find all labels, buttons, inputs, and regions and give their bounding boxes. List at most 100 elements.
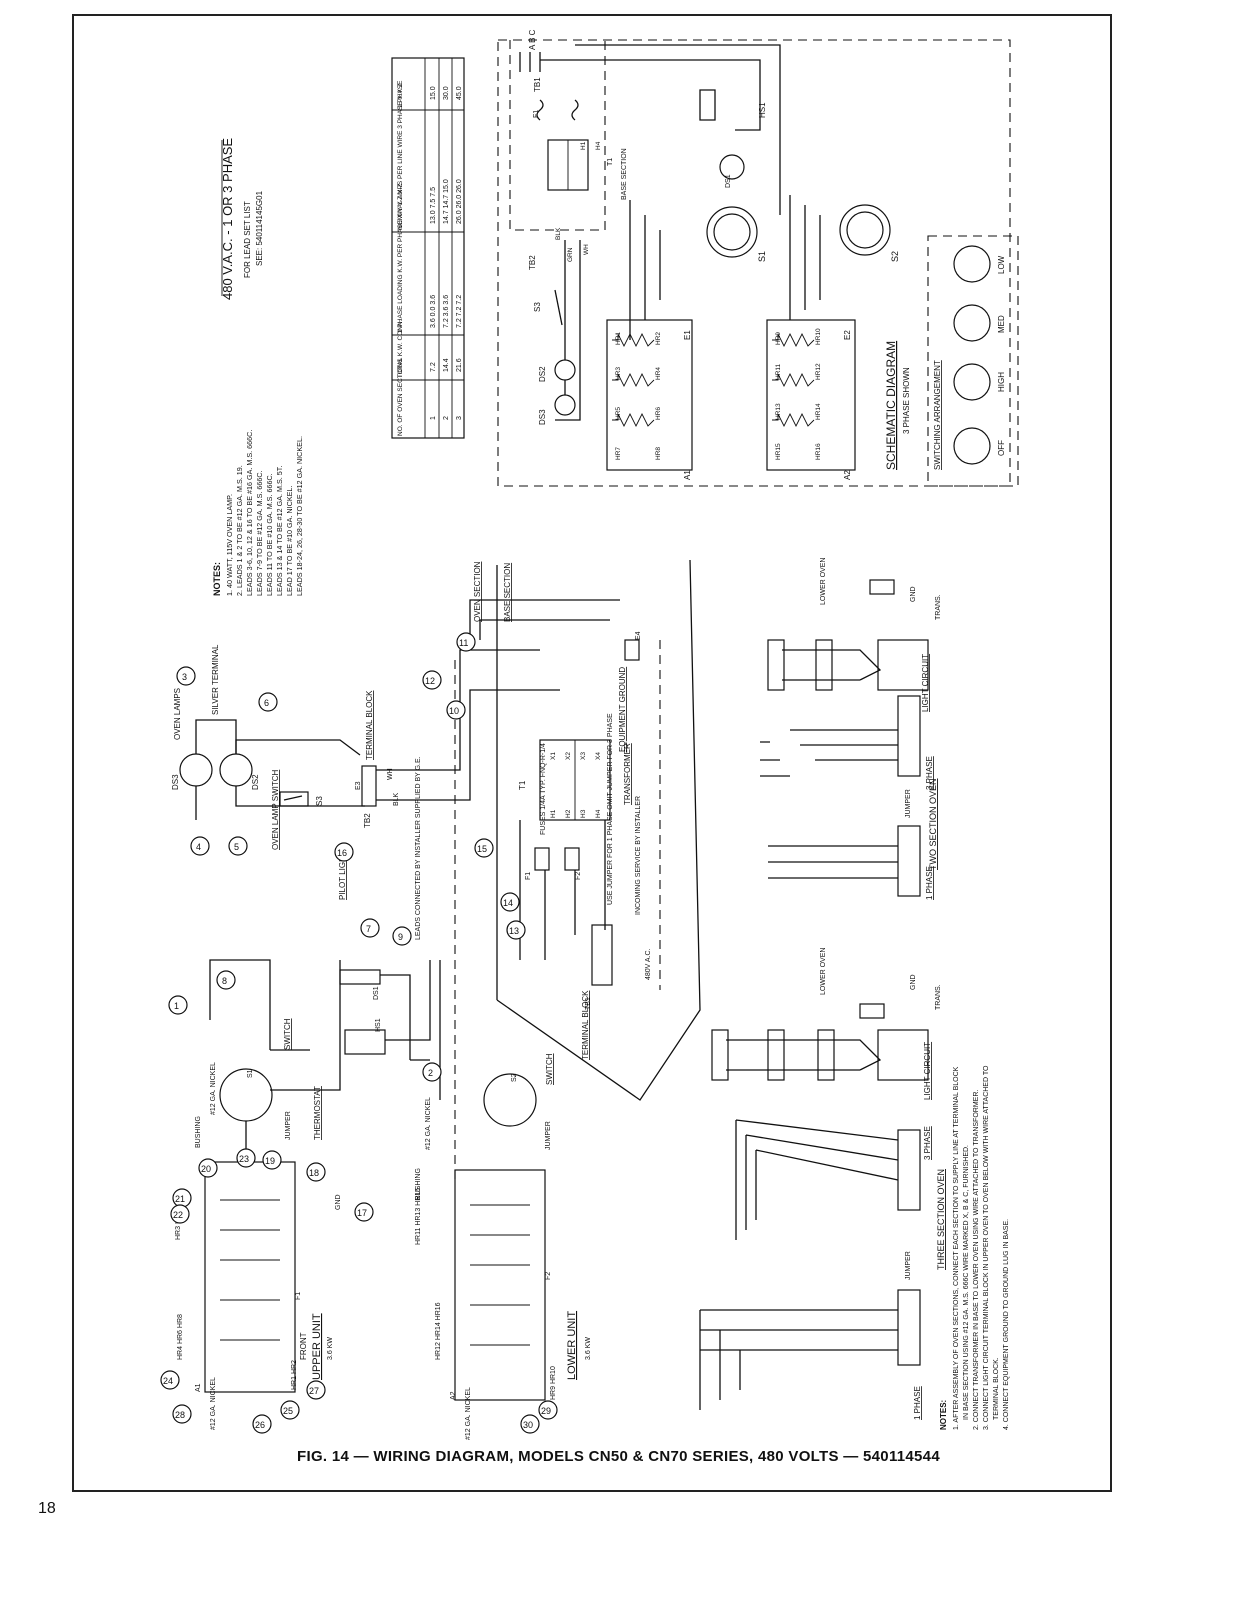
schem-hs1: HS1 (758, 102, 767, 118)
three-lbl-gnd: GND (910, 974, 917, 990)
lead-29: 29 (541, 1406, 551, 1416)
lower-unit: S2 SWITCH JUMPER BUSHING #12 GA. NICKEL … (415, 1053, 592, 1440)
table-r2-c4: 14.7 14.7 15.0 (443, 179, 450, 224)
lbl-base-section: BASE SECTION (503, 563, 512, 622)
oven-lamp-ds3-icon (179, 753, 213, 787)
switch-off-icon (953, 427, 991, 465)
table-r1-c3: 3.6 0.0 3.6 (430, 295, 437, 328)
lead-10: 10 (449, 706, 459, 716)
table-r3-c5: 45.0 (456, 86, 463, 100)
schem-e1: E1 (683, 330, 692, 340)
lead-18: 18 (309, 1168, 319, 1178)
lbl-f1: F1 (525, 872, 532, 880)
lbl-s3: S3 (315, 796, 324, 806)
schematic-diagram: A B C TB1 F1 H1 H4 T1 BASE SECTION HS1 D… (497, 29, 1019, 487)
schem-blk: BLK (555, 227, 562, 240)
note-2: 2. LEADS 1 & 2 TO BE #12 GA. M.S. 19. (235, 465, 244, 596)
lead-1: 1 (174, 1001, 179, 1011)
bottom-note-1: 1. AFTER ASSEMBLY OF OVEN SECTIONS, CONN… (953, 1066, 960, 1430)
lbl-leads-connected: LEADS CONNECTED BY INSTALLER SUPPLIED BY… (415, 756, 422, 940)
lbl-x4: X4 (595, 752, 602, 760)
oven-lamp-ds2-icon (219, 753, 253, 787)
loading-table: NO. OF OVEN SECTIONS TOTAL K.W. CONN. 1 … (391, 57, 465, 439)
note-8: LEADS 18-24, 26, 28-30 TO BE #12 GA. NIC… (295, 436, 304, 596)
two-lbl-light-circuit: LIGHT CIRCUIT (921, 654, 930, 712)
schem-ds3: DS3 (538, 409, 547, 425)
notes-title: NOTES: (212, 562, 222, 596)
note-3: LEADS 3-6, 10, 12 & 16 TO BE #16 GA. M.S… (245, 430, 254, 596)
schematic-title: SCHEMATIC DIAGRAM (884, 341, 898, 470)
page-number: 18 (38, 1500, 56, 1517)
schem-hr-top-1: HR5 (615, 407, 622, 420)
lead-21: 21 (175, 1194, 185, 1204)
three-lbl-lower-oven: LOWER OVEN (820, 948, 827, 995)
schem-s3: S3 (533, 302, 542, 312)
lbl-a2: A2 (450, 1391, 457, 1400)
schem-hr-bot-7: HR10 (815, 328, 822, 345)
switch-s1-icon (219, 1068, 273, 1122)
note-1: 1. 40 WATT, 115V OVEN LAMP. (225, 494, 234, 596)
three-lbl-3phase: 3 PHASE (923, 1126, 932, 1160)
schem-wh: WH (583, 244, 590, 255)
lbl-thermostat: THERMOSTAT (313, 1086, 322, 1140)
lbl-f2: F2 (575, 872, 582, 880)
lbl-equipment-ground: EQUIPMENT GROUND (618, 667, 627, 752)
lbl-incoming-service: INCOMING SERVICE BY INSTALLER (635, 796, 642, 915)
lbl-jumper-note: USE JUMPER FOR 1 PHASE OMIT JUMPER FOR 3… (607, 713, 614, 905)
lead-17: 17 (357, 1208, 367, 1218)
table-r1-c5: 15.0 (430, 86, 437, 100)
bottom-note-4: 3. CONNECT LIGHT CIRCUIT TERMINAL BLOCK … (983, 1065, 990, 1430)
switch-high-icon (953, 363, 991, 401)
two-lbl-1phase: 1 PHASE (925, 866, 934, 900)
lbl-tb1: TB1 (585, 997, 592, 1010)
switch-pos-high: HIGH (997, 372, 1006, 392)
note-7: LEAD 17 TO BE #10 GA. NICKEL. (285, 486, 294, 596)
two-lbl-jumper: JUMPER (905, 789, 912, 818)
note-6: LEADS 13 & 14 TO BE #12 GA. M.S. 5T. (275, 466, 284, 596)
lbl-unit-s2: S2 (511, 1073, 518, 1082)
schematic-subtitle: 3 PHASE SHOWN (902, 367, 911, 434)
lbl-lower-kw: 3.6 KW (585, 1337, 592, 1360)
lead-8: 8 (222, 976, 227, 986)
schem-hr-bot-6: HR12 (815, 363, 822, 380)
lbl-nickel-2: #12 GA. NICKEL (210, 1377, 217, 1430)
lead-number-bubbles: 1 2 3 4 5 6 7 8 9 10 11 12 13 14 15 16 1… (160, 632, 558, 1434)
lbl-ds3: DS3 (171, 774, 180, 790)
lbl-bushing-2: BUSHING (415, 1168, 422, 1200)
lbl-hr-upper-c: HR1 HR2 (291, 1360, 298, 1390)
lead-24: 24 (163, 1376, 173, 1386)
lbl-oven-lamp-switch: OVEN LAMP SWITCH (271, 769, 280, 850)
drawing-border (72, 14, 1112, 1492)
lbl-h2: H2 (565, 809, 572, 818)
lbl-blk: BLK (393, 792, 400, 806)
schem-hr-top-0: HR7 (615, 447, 622, 460)
schem-ds1: DS1 (725, 174, 732, 188)
schem-tb2: TB2 (528, 255, 537, 270)
switch-med-icon (953, 304, 991, 342)
three-lbl-trans: TRANS. (935, 984, 942, 1010)
table-r2-c5: 30.0 (443, 86, 450, 100)
lbl-switch-2: SWITCH (545, 1053, 554, 1085)
schem-hr-bot-0: HR15 (775, 443, 782, 460)
lbl-transformer: TRANSFORMER (623, 743, 632, 805)
lead-28: 28 (175, 1410, 185, 1420)
schem-a1: A1 (683, 470, 692, 480)
note-4: LEADS 7-9 TO BE #12 GA. M.S. 666C. (255, 470, 264, 596)
lbl-h4: H4 (595, 809, 602, 818)
lbl-pilot-light: PILOT LIGHT (338, 851, 347, 900)
two-lbl-trans: TRANS. (935, 594, 942, 620)
lbl-480v: 480V A.C. (645, 948, 652, 980)
figure-caption: FIG. 14 — WIRING DIAGRAM, MODELS CN50 & … (297, 1448, 940, 1465)
switching-title: SWITCHING ARRANGEMENT (933, 360, 942, 470)
upper-unit: S1 SWITCH JUMPER BUSHING #12 GA. NICKEL … (175, 960, 342, 1430)
lead-16: 16 (337, 848, 347, 858)
lbl-oven-lamps: OVEN LAMPS (173, 688, 182, 740)
schem-hr-bot-4: HR16 (815, 443, 822, 460)
bottom-notes: NOTES: 1. AFTER ASSEMBLY OF OVEN SECTION… (939, 1065, 1010, 1430)
lbl-jumper-2: JUMPER (545, 1121, 552, 1150)
schem-hr-top-5: HR6 (655, 407, 662, 420)
lbl-terminal-block-2: TERMINAL BLOCK (581, 990, 590, 1060)
schem-h1: H1 (580, 141, 587, 150)
lead-set-line-2: SEE: 540114145G01 (255, 190, 264, 266)
